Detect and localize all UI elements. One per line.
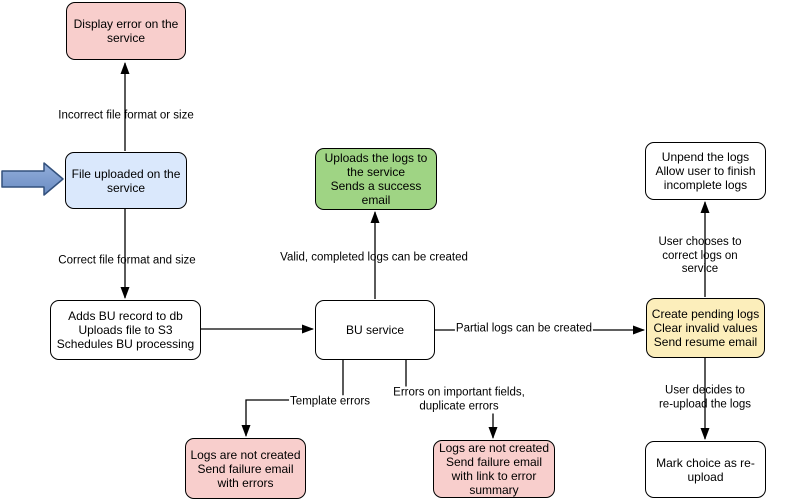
node-mark-choice-reupload: Mark choice as re- upload xyxy=(645,441,766,498)
node-file-uploaded: File uploaded on the service xyxy=(65,152,187,209)
node-logs-not-created-summary: Logs are not created Send failure email … xyxy=(433,440,555,498)
node-file-uploaded-text: File uploaded on the service xyxy=(71,166,181,195)
node-bu-service-text: BU service xyxy=(345,323,404,337)
node-display-error: Display error on the service xyxy=(66,2,186,60)
node-logs-not-created-errors-text: Logs are not created Send failure email … xyxy=(190,447,301,490)
input-arrow-icon xyxy=(1,162,64,196)
node-bu-service: BU service xyxy=(315,300,435,360)
edge-label-important-field-errors: Errors on important fields, duplicate er… xyxy=(392,386,526,414)
edge-label-partial-logs: Partial logs can be created xyxy=(454,322,594,336)
node-logs-not-created-summary-text: Logs are not created Send failure email … xyxy=(438,441,550,497)
edge-label-incorrect-format: Incorrect file format or size xyxy=(58,109,194,122)
node-unpend-logs-text: Unpend the logs Allow user to finish inc… xyxy=(655,150,756,192)
edge-label-correct-format: Correct file format and size xyxy=(58,254,196,267)
node-uploads-logs-success: Uploads the logs to the service Sends a … xyxy=(315,148,437,210)
node-adds-bu-record: Adds BU record to db Uploads file to S3 … xyxy=(50,300,201,360)
node-mark-choice-reupload-text: Mark choice as re- upload xyxy=(656,455,755,484)
edge-label-valid-logs: Valid, completed logs can be created xyxy=(280,251,468,264)
node-adds-bu-record-text: Adds BU record to db Uploads file to S3 … xyxy=(56,309,195,351)
edge-label-user-decides-reupload: User decides to re-upload the logs xyxy=(658,384,752,411)
node-uploads-logs-success-text: Uploads the logs to the service Sends a … xyxy=(324,151,428,207)
node-create-pending-logs: Create pending logs Clear invalid values… xyxy=(646,298,765,358)
node-logs-not-created-errors: Logs are not created Send failure email … xyxy=(185,438,306,499)
node-display-error-text: Display error on the service xyxy=(73,17,179,45)
edge-label-template-errors: Template errors xyxy=(289,395,371,409)
node-unpend-logs: Unpend the logs Allow user to finish inc… xyxy=(645,142,766,200)
edge-label-user-chooses-correct: User chooses to correct logs on service xyxy=(658,235,742,275)
node-create-pending-logs-text: Create pending logs Clear invalid values… xyxy=(651,307,760,349)
